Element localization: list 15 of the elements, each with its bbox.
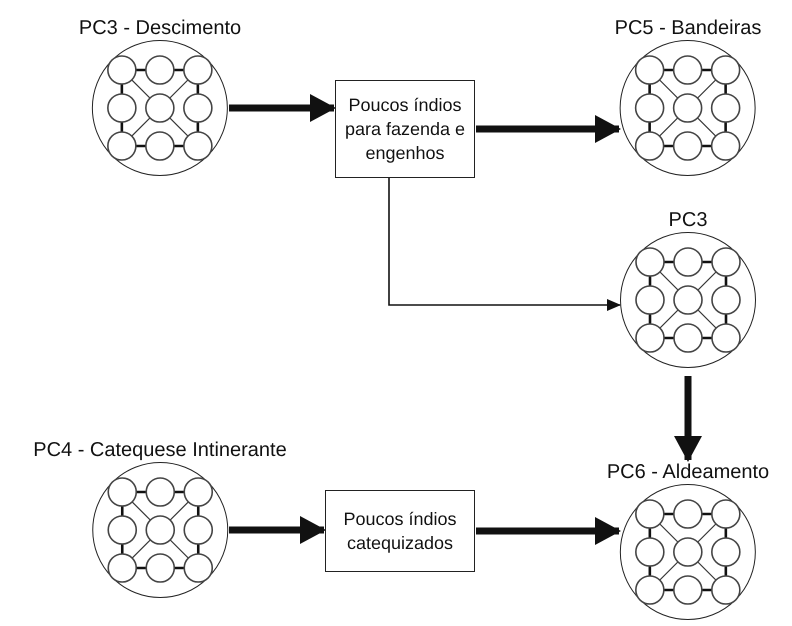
process-box [335, 80, 475, 178]
node-heading: PC4 - Catequese Intinerante [33, 438, 287, 462]
node-heading: PC5 - Bandeiras [614, 16, 762, 40]
node-heading: PC6 - Aldeamento [606, 460, 770, 484]
arrow [476, 115, 621, 143]
box-text: Poucos índios catequizados [342, 508, 458, 555]
arrow [476, 517, 621, 545]
arrow [229, 516, 326, 544]
node-heading: PC3 - Descimento [78, 16, 242, 40]
arrow [229, 94, 336, 122]
box-text: Poucos índios para fazenda e engenhos [344, 94, 466, 165]
arrow [674, 376, 702, 462]
node-heading: PC3 [668, 208, 708, 232]
process-box [325, 490, 475, 572]
arrow [388, 178, 621, 311]
